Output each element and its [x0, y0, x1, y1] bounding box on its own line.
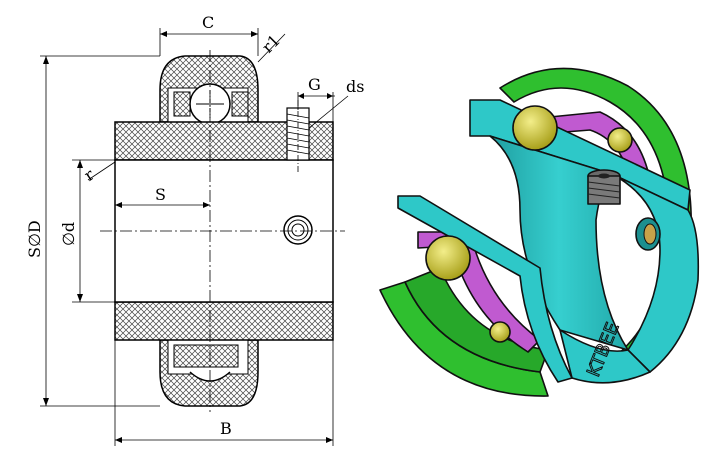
inner-ring-bottom: [397, 195, 573, 383]
ball-lower: [425, 235, 471, 281]
outer-ring-top-section: [159, 55, 259, 125]
label-b: B: [220, 419, 232, 438]
set-screw: [286, 100, 310, 172]
outer-ring-bottom-section: [159, 330, 259, 407]
label-c: C: [202, 13, 214, 32]
label-ds: ds: [346, 77, 364, 96]
label-sd: S∅D: [25, 220, 44, 258]
label-g: G: [308, 75, 321, 94]
screw-hole: [283, 215, 313, 245]
set-screw-3d: [587, 169, 621, 205]
label-s: S: [155, 185, 166, 204]
inner-ring-bottom-band: [114, 301, 334, 341]
cutaway-3d: KTBEE: [379, 67, 700, 397]
ball-right: [607, 127, 633, 153]
label-r1: r1: [258, 31, 284, 57]
ball-upper: [512, 105, 558, 151]
ball-bottom: [489, 321, 511, 343]
threaded-hole-3d: [635, 217, 661, 251]
label-d: ∅d: [59, 222, 78, 246]
section-drawing: C r1 G ds S∅D ∅d r S: [25, 13, 364, 446]
